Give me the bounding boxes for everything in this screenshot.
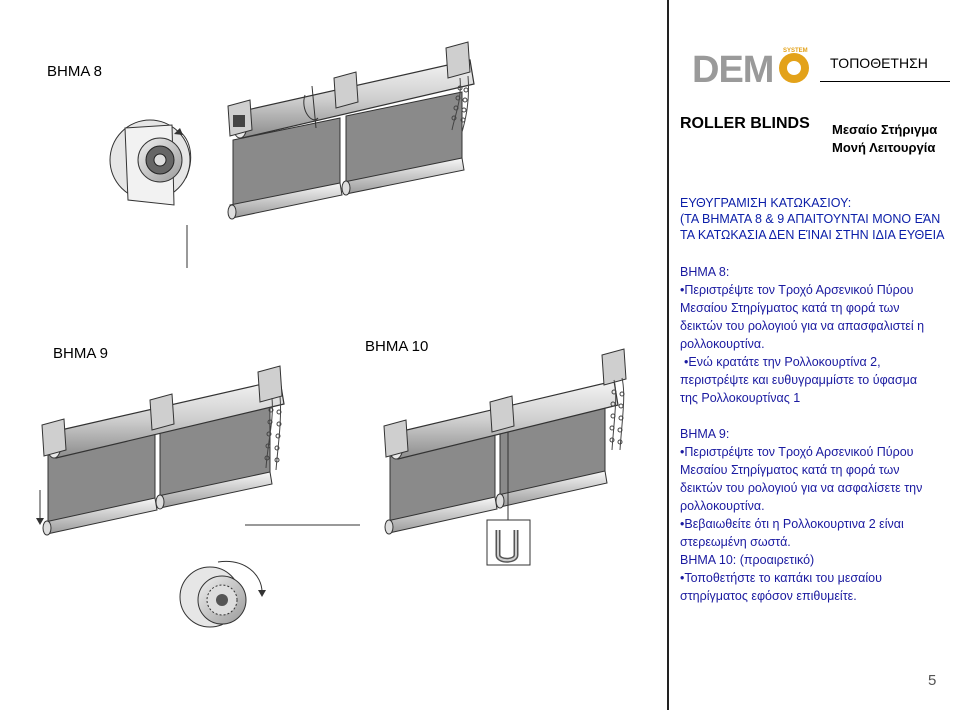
bracket: [333, 71, 359, 109]
alignment-heading: ΕΥΘΥΓΡΑΜΙΣΗ ΚΑΤΩΚΑΣΙΟΥ:: [680, 196, 852, 210]
instruction-line: •Τοποθετήστε το καπάκι του μεσαίου: [680, 571, 882, 585]
instruction-line: στηρίγματος εφόσον επιθυμείτε.: [680, 589, 857, 603]
alignment-note-line: (ΤΑ ΒΗΜΑΤΑ 8 & 9 ΑΠΑΙΤΟΥΝΤΑΙ ΜΟΝΟ ΕΆΝ: [680, 212, 941, 226]
instruction-line: στερεωμένη σωστά.: [680, 535, 791, 549]
step9-heading: ΒΗΜΑ 9:: [680, 427, 730, 441]
instruction-line: περιστρέψτε και ευθυγραμμίστε το ύφασμα: [680, 373, 918, 387]
step10-heading: ΒΗΜΑ 10: (προαιρετικό): [680, 553, 815, 567]
product-title: ROLLER BLINDS: [680, 115, 810, 132]
step10-blind-illustration: [383, 348, 627, 535]
product-subtitle: Μεσαίο Στήριγμα Μονή Λειτουργία: [832, 121, 937, 157]
bottom-bar: [341, 157, 465, 196]
instruction-line: Μεσαίου Στηρίγματος κατά τη φορά των: [680, 301, 900, 315]
vertical-divider: [667, 0, 669, 710]
instruction-line: της Ρολλοκουρτίνας 1: [680, 391, 801, 405]
instructions: ΒΗΜΑ 8: •Περιστρέψτε τον Τροχό Αρσενικού…: [680, 263, 950, 605]
instruction-line: Μεσαίου Στηρίγματος κατά τη φορά των: [680, 463, 900, 477]
step8-heading: ΒΗΜΑ 8:: [680, 265, 730, 279]
operation-type: Μονή Λειτουργία: [832, 140, 936, 155]
page-title: ΤΟΠΟΘΕΤΗΣΗ: [830, 55, 928, 71]
instruction-line: δεικτών του ρολογιού για να απασφαλιστεί…: [680, 319, 925, 333]
bracket-type: Μεσαίο Στήριγμα: [832, 122, 938, 137]
svg-text:DEM: DEM: [692, 49, 773, 91]
step-10-label: ΒΗΜΑ 10: [365, 338, 429, 355]
instruction-line: •Περιστρέψτε τον Τροχό Αρσενικού Πύρου: [680, 283, 914, 297]
svg-text:SYSTEM: SYSTEM: [783, 48, 808, 54]
step-9-label: ΒΗΜΑ 9: [53, 345, 109, 362]
page-number: 5: [928, 672, 937, 689]
bracket: [445, 41, 471, 79]
alignment-notice: ΕΥΘΥΓΡΑΜΙΣΗ ΚΑΤΩΚΑΣΙΟΥ: (ΤΑ ΒΗΜΑΤΑ 8 & 9…: [680, 195, 945, 243]
instruction-line: •Ενώ κρατάτε την Ρολλοκουρτίνα 2,: [684, 355, 881, 369]
step9-wheel-detail: [179, 560, 266, 628]
alignment-note-line: ΤΑ ΚΑΤΩΚΑΣΙΑ ΔΕΝ ΕΊΝΑΙ ΣΤΗΝ ΙΔΙΑ ΕΥΘΕΙΑ: [680, 228, 945, 242]
step8-wheel-detail: [109, 119, 192, 206]
instruction-line: •Περιστρέψτε τον Τροχό Αρσενικού Πύρου: [680, 445, 914, 459]
bottom-bar: [227, 182, 343, 220]
instruction-line: ρολλοκουρτίνα.: [680, 499, 765, 513]
demo-logo: DEM SYSTEM: [690, 38, 815, 93]
chain: [451, 75, 469, 133]
instruction-line: δεικτών του ρολογιού για να ασφαλίσετε τ…: [680, 481, 923, 495]
instruction-line: •Βεβαιωθείτε ότι η Ρολλοκουρτινα 2 είναι: [680, 517, 904, 531]
step-8-label: ΒΗΜΑ 8: [47, 63, 103, 80]
step10-cap-detail: [486, 519, 531, 566]
title-underline: [820, 81, 950, 82]
instruction-line: ρολλοκουρτίνα.: [680, 337, 765, 351]
bracket: [227, 99, 253, 137]
step9-blind-illustration: [36, 365, 285, 536]
step8-blind-illustration: [227, 41, 475, 220]
